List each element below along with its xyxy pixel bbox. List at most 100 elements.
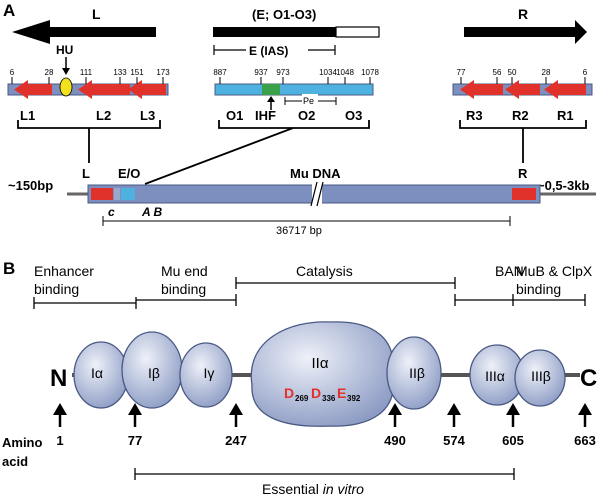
domain-label-iii-beta: IIIβ (531, 368, 551, 384)
mid-num-label: 887 (213, 68, 227, 77)
site-label-o1: O1 (226, 108, 243, 123)
mid-num-label: 1034 (319, 68, 337, 77)
genome-ab-region (121, 188, 135, 200)
function-enhancer-2: binding (34, 281, 79, 297)
hu-arrow-icon (62, 68, 70, 75)
right-num-label: 56 (493, 68, 502, 77)
left-num-label: 133 (113, 68, 127, 77)
ihf-site (262, 84, 280, 95)
site-label-r1: R1 (557, 108, 574, 123)
right-num-label: 77 (457, 68, 466, 77)
length-label: 36717 bp (276, 225, 322, 237)
domain-label-iii-alpha: IIIα (485, 368, 505, 384)
middle-bar-empty (335, 26, 380, 38)
site-label-r3: R3 (466, 108, 483, 123)
genome-l-end (91, 188, 113, 200)
mid-num-label: 937 (254, 68, 268, 77)
c-label: c (108, 205, 115, 219)
site-r1 (544, 80, 586, 99)
mid-num-label: 1048 (336, 68, 354, 77)
genome-r-label: R (518, 166, 528, 181)
site-r2 (505, 80, 540, 99)
genome-l-label: L (82, 166, 90, 181)
ab-label: A B (141, 205, 163, 219)
function-brackets (33, 277, 586, 309)
c-terminus: C (580, 365, 597, 392)
right-flank-label: ~0,5-3kb (537, 178, 589, 193)
domain-iii-beta (514, 349, 566, 407)
function-mub-2: binding (516, 281, 561, 297)
amino-acid-label-1: Amino (2, 435, 43, 450)
right-num-label: 6 (583, 68, 588, 77)
position-arrow (506, 403, 520, 427)
position-label: 605 (502, 433, 524, 448)
mid-module-bar (214, 83, 374, 96)
hu-label: HU (56, 43, 73, 57)
middle-bar-label: (E; O1-O3) (252, 7, 316, 22)
site-r3 (460, 80, 503, 99)
right-site-bracket (459, 120, 587, 163)
position-label: 574 (443, 433, 465, 448)
panel-b-label: B (3, 259, 15, 278)
genome-break (310, 181, 324, 207)
residue-d2: D (311, 385, 321, 401)
residue-e-sub: 392 (347, 394, 361, 403)
position-label: 490 (384, 433, 406, 448)
mid-site-bracket (218, 120, 370, 129)
residue-e: E (337, 385, 346, 401)
ihf-arrow-icon (267, 96, 275, 102)
genome-r-end (512, 188, 536, 200)
position-arrow (229, 403, 243, 427)
function-muend-1: Mu end (161, 263, 208, 279)
right-arrow-label: R (518, 6, 528, 22)
site-label-l1: L1 (20, 108, 35, 123)
site-label-l3: L3 (140, 108, 155, 123)
domain-i-gamma (179, 342, 233, 408)
site-label-o3: O3 (345, 108, 362, 123)
essential-label: Essential in vitro (262, 481, 364, 497)
left-num-label: 151 (130, 68, 144, 77)
function-ban: BAN (495, 263, 524, 279)
left-arrow (12, 20, 156, 44)
enhancer-label: E (IAS) (249, 44, 288, 58)
domain-label-i-alpha: Iα (91, 365, 103, 381)
right-arrow (464, 20, 587, 44)
position-label: 663 (574, 433, 596, 448)
position-arrow (53, 403, 67, 427)
right-num-label: 28 (542, 68, 551, 77)
amino-acid-label-2: acid (2, 454, 28, 469)
position-arrow (578, 403, 592, 427)
position-label: 1 (56, 433, 63, 448)
protein-domains (73, 321, 566, 427)
n-terminus: N (50, 365, 67, 392)
hu-site-icon (59, 77, 73, 97)
eo-connector (144, 127, 294, 185)
residue-d2-sub: 336 (322, 394, 336, 403)
left-flank-label: ~150bp (8, 178, 53, 193)
essential-bracket (134, 468, 515, 480)
middle-bar-filled (213, 27, 336, 37)
ihf-label: IHF (255, 108, 276, 123)
right-num-label: 50 (508, 68, 517, 77)
site-l2 (78, 80, 130, 99)
position-label: 247 (225, 433, 247, 448)
domain-label-ii-alpha: IIα (311, 355, 328, 372)
site-label-r2: R2 (512, 108, 529, 123)
function-muend-2: binding (161, 281, 206, 297)
genome-eo-label: E/O (118, 166, 140, 181)
residue-d-sub: 269 (295, 394, 309, 403)
catalytic-residues: D 269 D 336 E 392 (284, 385, 361, 403)
left-site-bracket (17, 120, 161, 163)
pe-label: Pe (303, 96, 314, 106)
genome-c-region (114, 188, 120, 200)
domain-label-i-beta: Iβ (148, 365, 160, 381)
position-label: 77 (128, 433, 142, 448)
left-num-label: 6 (10, 68, 15, 77)
mid-num-label: 973 (276, 68, 290, 77)
mu-dna-label: Mu DNA (290, 166, 341, 181)
domain-ii-beta (386, 336, 442, 410)
domain-ii-alpha (250, 321, 394, 427)
left-num-label: 111 (80, 68, 93, 77)
domain-label-i-gamma: Iγ (204, 365, 215, 381)
